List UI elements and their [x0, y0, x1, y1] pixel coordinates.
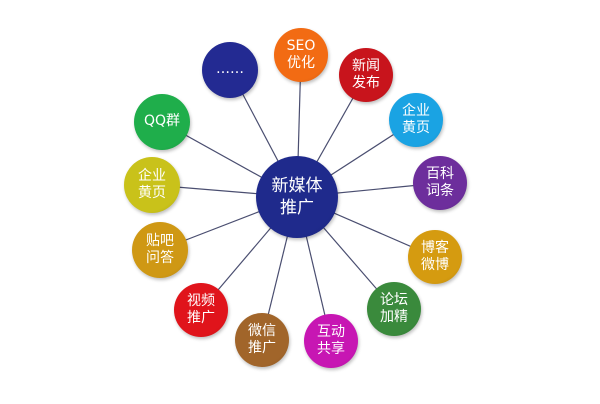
node-label-line1: 微信 — [248, 322, 276, 339]
node-yellow-pages-left: 企业 黄页 — [124, 157, 180, 213]
node-label-line1: …… — [216, 61, 244, 78]
node-tieba-qa: 贴吧 问答 — [132, 222, 188, 278]
node-label-line2: 微博 — [421, 257, 449, 273]
node-label-line1: 互动 — [317, 323, 345, 340]
node-yellow-pages-right: 企业 黄页 — [389, 93, 443, 147]
node-label-line2: 黄页 — [402, 120, 430, 136]
node-label-line2: 推广 — [248, 340, 276, 356]
node-label-line1: 企业 — [138, 167, 166, 184]
node-label-line2: 问答 — [146, 250, 174, 266]
node-qq-group: QQ群 — [134, 94, 190, 150]
node-label-line1: 论坛 — [380, 291, 408, 308]
node-label-line2: 黄页 — [138, 185, 166, 201]
node-seo-optimization: SEO 优化 — [274, 28, 328, 82]
node-video-promotion: 视频 推广 — [174, 283, 228, 337]
node-label-line1: 博客 — [421, 239, 449, 256]
node-label-line1: 新闻 — [352, 57, 380, 74]
node-label-line2: 共享 — [317, 341, 345, 357]
node-label-line1: SEO — [286, 37, 316, 54]
node-encyclopedia-entry: 百科 词条 — [413, 156, 467, 210]
node-label-line2: 加精 — [380, 309, 408, 325]
node-forum-featured: 论坛 加精 — [367, 282, 421, 336]
node-label-line1: QQ群 — [143, 113, 181, 130]
node-more: …… — [202, 42, 258, 98]
node-label-line1: 贴吧 — [146, 232, 174, 249]
node-wechat-promotion: 微信 推广 — [235, 313, 289, 367]
hub-label-line1: 新媒体 — [271, 175, 323, 196]
node-interactive-sharing: 互动 共享 — [304, 314, 358, 368]
node-label-line2: 优化 — [287, 55, 315, 71]
hub-node-new-media-promotion: 新媒体 推广 — [256, 156, 338, 238]
node-label-line1: 视频 — [187, 292, 215, 309]
node-label-line2: 发布 — [352, 75, 380, 91]
node-label-line2: 词条 — [426, 183, 454, 199]
node-label-line2: 推广 — [187, 310, 215, 326]
node-label-line1: 百科 — [426, 165, 454, 182]
hub-label-line2: 推广 — [280, 198, 314, 218]
node-news-release: 新闻 发布 — [339, 48, 393, 102]
node-blog-weibo: 博客 微博 — [408, 230, 462, 284]
node-label-line1: 企业 — [402, 102, 430, 119]
